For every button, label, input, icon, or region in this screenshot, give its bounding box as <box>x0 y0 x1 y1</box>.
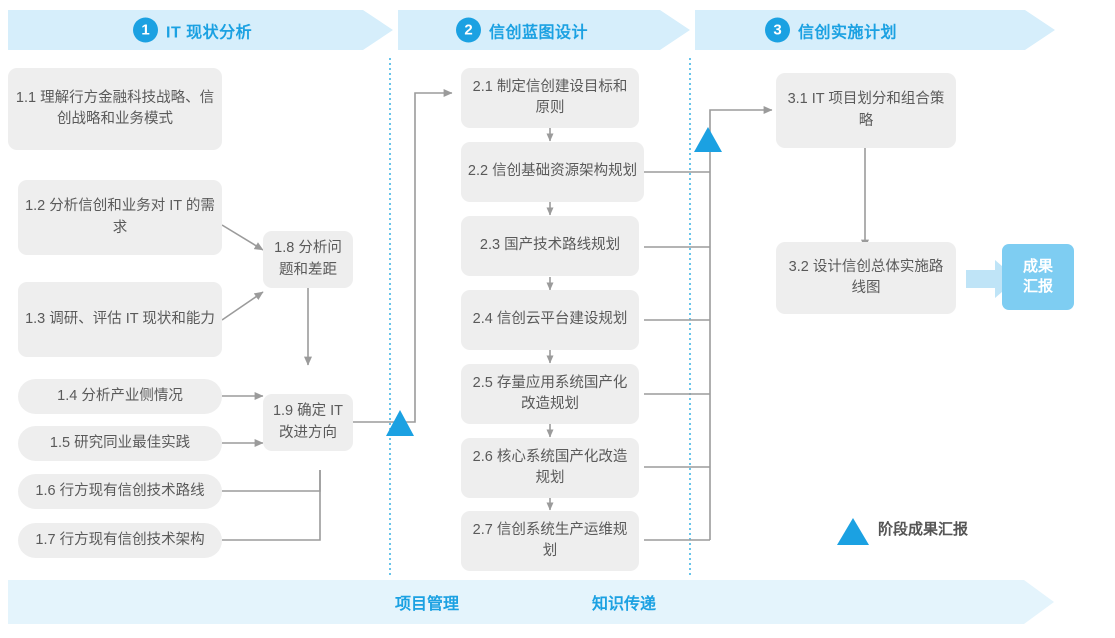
phase-header-1: 1 IT 现状分析 <box>8 10 393 50</box>
process-box-1-2[interactable]: 1.2 分析信创和业务对 IT 的需求 <box>18 180 222 255</box>
phase-header-2: 2 信创蓝图设计 <box>398 10 690 50</box>
process-box-1-7[interactable]: 1.7 行方现有信创技术架构 <box>18 523 222 558</box>
process-box-1-9[interactable]: 1.9 确定 IT 改进方向 <box>263 394 353 451</box>
legend: 阶段成果汇报 <box>878 518 968 539</box>
phase-number-2: 2 <box>456 17 481 43</box>
footer-band <box>8 580 1054 624</box>
process-box-2-7[interactable]: 2.7 信创系统生产运维规划 <box>461 511 639 571</box>
process-box-2-1[interactable]: 2.1 制定信创建设目标和原则 <box>461 68 639 128</box>
phase-title-1: IT 现状分析 <box>166 24 253 41</box>
deliverable-badge[interactable]: 成果 汇报 <box>1002 244 1074 310</box>
process-box-1-5[interactable]: 1.5 研究同业最佳实践 <box>18 426 222 461</box>
edge-1-3-to-1-8 <box>221 291 264 321</box>
phase-number-3: 3 <box>765 17 790 43</box>
process-box-1-8[interactable]: 1.8 分析问题和差距 <box>263 231 353 288</box>
milestone-triangle-icon-1 <box>386 410 414 436</box>
process-box-1-4[interactable]: 1.4 分析产业侧情况 <box>18 379 222 414</box>
process-box-2-4[interactable]: 2.4 信创云平台建设规划 <box>461 290 639 350</box>
process-box-3-2[interactable]: 3.2 设计信创总体实施路线图 <box>776 242 956 314</box>
edge-1-9-to-2-1 <box>352 89 453 423</box>
process-box-2-6[interactable]: 2.6 核心系统国产化改造规划 <box>461 438 639 498</box>
phase-number-1: 1 <box>133 17 158 43</box>
process-box-2-5[interactable]: 2.5 存量应用系统国产化改造规划 <box>461 364 639 424</box>
edge-1-7-to-bus <box>222 470 321 541</box>
process-box-2-3[interactable]: 2.3 国产技术路线规划 <box>461 216 639 276</box>
edge-1-2-to-1-8 <box>221 224 264 251</box>
process-box-1-1[interactable]: 1.1 理解行方金融科技战略、信创战略和业务模式 <box>8 68 222 150</box>
phase-title-3: 信创实施计划 <box>798 24 898 41</box>
footer-item-project-management[interactable]: 项目管理 <box>395 596 460 613</box>
process-box-3-1[interactable]: 3.1 IT 项目划分和组合策略 <box>776 73 956 148</box>
footer-item-knowledge-transfer[interactable]: 知识传递 <box>592 596 657 613</box>
legend-triangle-icon <box>837 518 869 545</box>
legend-label: 阶段成果汇报 <box>878 521 969 538</box>
process-box-2-2[interactable]: 2.2 信创基础资源架构规划 <box>461 142 644 202</box>
phase-header-3: 3 信创实施计划 <box>695 10 1055 50</box>
phase-title-2: 信创蓝图设计 <box>489 24 589 41</box>
milestone-triangle-icon-2 <box>694 127 722 152</box>
edge-1-6-to-bus <box>222 470 321 492</box>
process-box-1-6[interactable]: 1.6 行方现有信创技术路线 <box>18 474 222 509</box>
process-box-1-3[interactable]: 1.3 调研、评估 IT 现状和能力 <box>18 282 222 357</box>
edge-bus-to-3-1 <box>709 106 773 152</box>
